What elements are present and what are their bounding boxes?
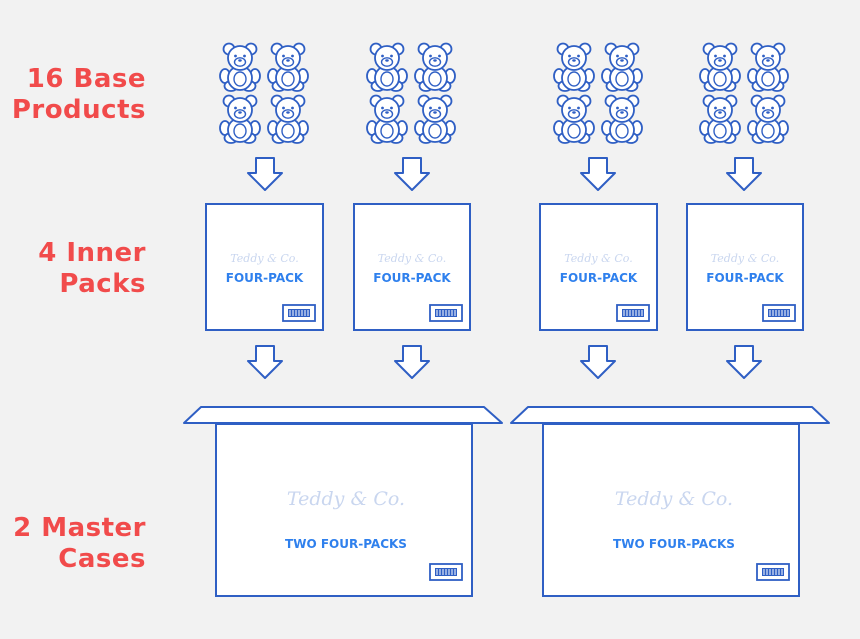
master-case-box: Teddy & Co. TWO FOUR-PACKS — [510, 406, 830, 597]
inner-pack-brand: Teddy & Co. — [564, 252, 632, 265]
teddy-bear-icon — [699, 94, 741, 144]
inner-pack-box: Teddy & Co. FOUR-PACK — [205, 203, 324, 331]
down-arrow-icon — [247, 157, 283, 191]
teddy-bear-icon — [414, 94, 456, 144]
down-arrow-icon — [726, 345, 762, 379]
master-case-title: TWO FOUR-PACKS — [285, 537, 407, 551]
inner-pack-title: FOUR-PACK — [560, 271, 638, 285]
teddy-bear-icon — [219, 42, 261, 92]
barcode-icon — [616, 304, 650, 322]
label-inner-packs: 4 Inner Packs — [0, 238, 146, 300]
inner-pack-title: FOUR-PACK — [373, 271, 451, 285]
teddy-bear-icon — [219, 94, 261, 144]
teddy-bear-icon — [267, 94, 309, 144]
master-case-title: TWO FOUR-PACKS — [613, 537, 735, 551]
label-line: 16 Base — [26, 64, 146, 94]
label-line: Packs — [59, 269, 146, 299]
inner-pack-brand: Teddy & Co. — [230, 252, 298, 265]
teddy-bear-group — [219, 42, 309, 144]
teddy-bear-icon — [366, 42, 408, 92]
inner-pack-title: FOUR-PACK — [706, 271, 784, 285]
teddy-bear-icon — [414, 42, 456, 92]
label-master-cases: 2 Master Cases — [0, 513, 146, 575]
master-case-brand: Teddy & Co. — [615, 488, 733, 510]
teddy-bear-group — [553, 42, 643, 144]
inner-pack-box: Teddy & Co. FOUR-PACK — [686, 203, 804, 331]
teddy-bear-icon — [601, 42, 643, 92]
inner-pack-box: Teddy & Co. FOUR-PACK — [539, 203, 658, 331]
teddy-bear-icon — [553, 94, 595, 144]
barcode-icon — [429, 563, 463, 581]
label-line: 2 Master — [13, 513, 146, 543]
master-case-brand: Teddy & Co. — [287, 488, 405, 510]
inner-pack-brand: Teddy & Co. — [711, 252, 779, 265]
barcode-icon — [429, 304, 463, 322]
teddy-bear-icon — [267, 42, 309, 92]
down-arrow-icon — [394, 345, 430, 379]
barcode-icon — [282, 304, 316, 322]
master-case-box: Teddy & Co. TWO FOUR-PACKS — [183, 406, 503, 597]
teddy-bear-icon — [699, 42, 741, 92]
down-arrow-icon — [580, 157, 616, 191]
down-arrow-icon — [726, 157, 762, 191]
teddy-bear-group — [366, 42, 456, 144]
inner-pack-title: FOUR-PACK — [226, 271, 304, 285]
barcode-icon — [762, 304, 796, 322]
label-line: Cases — [58, 544, 146, 574]
teddy-bear-icon — [747, 42, 789, 92]
label-line: Products — [11, 95, 146, 125]
barcode-icon — [756, 563, 790, 581]
label-base-products: 16 Base Products — [0, 64, 146, 126]
down-arrow-icon — [247, 345, 283, 379]
teddy-bear-icon — [601, 94, 643, 144]
teddy-bear-icon — [366, 94, 408, 144]
down-arrow-icon — [580, 345, 616, 379]
teddy-bear-icon — [553, 42, 595, 92]
label-line: 4 Inner — [38, 238, 146, 268]
down-arrow-icon — [394, 157, 430, 191]
teddy-bear-icon — [747, 94, 789, 144]
inner-pack-brand: Teddy & Co. — [378, 252, 446, 265]
inner-pack-box: Teddy & Co. FOUR-PACK — [353, 203, 471, 331]
teddy-bear-group — [699, 42, 789, 144]
